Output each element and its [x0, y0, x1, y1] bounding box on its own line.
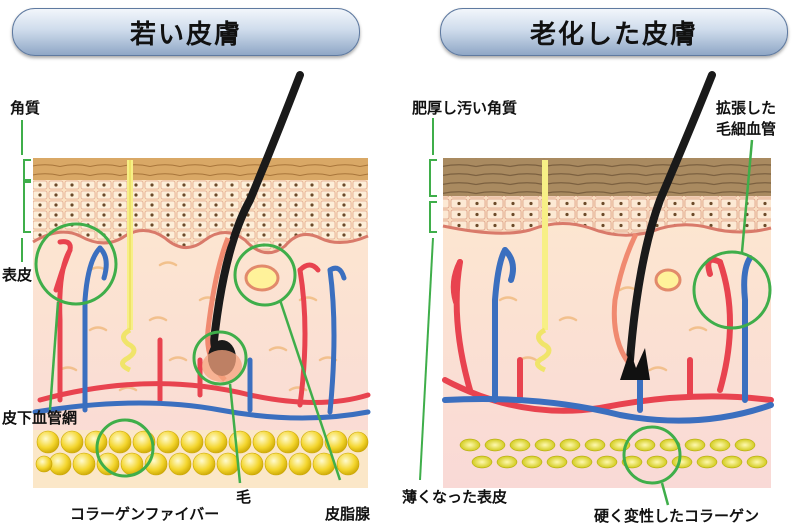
young-skin-title: 若い皮膚	[12, 8, 360, 56]
label-dilated-capillaries-line1: 拡張した	[716, 99, 777, 117]
label-stratum-corneum: 角質	[10, 99, 41, 117]
label-epidermis: 表皮	[2, 266, 33, 284]
label-hardened-collagen: 硬く変性したコラーゲン	[594, 507, 760, 525]
label-hair: 毛	[236, 488, 252, 506]
label-subcutaneous-vessel-network: 皮下血管網	[2, 409, 78, 427]
label-thinned-epidermis: 薄くなった表皮	[402, 488, 508, 506]
label-dilated-capillaries-line2: 毛細血管	[716, 120, 777, 138]
label-collagen-fiber: コラーゲンファイバー	[70, 505, 220, 523]
label-thick-stratum-corneum: 肥厚し汚い角質	[412, 99, 518, 117]
young-skin-panel	[21, 71, 371, 488]
label-sebaceous-gland: 皮脂腺	[325, 505, 371, 523]
aged-skin-title: 老化した皮膚	[440, 8, 788, 56]
aged-skin-panel	[419, 71, 774, 506]
